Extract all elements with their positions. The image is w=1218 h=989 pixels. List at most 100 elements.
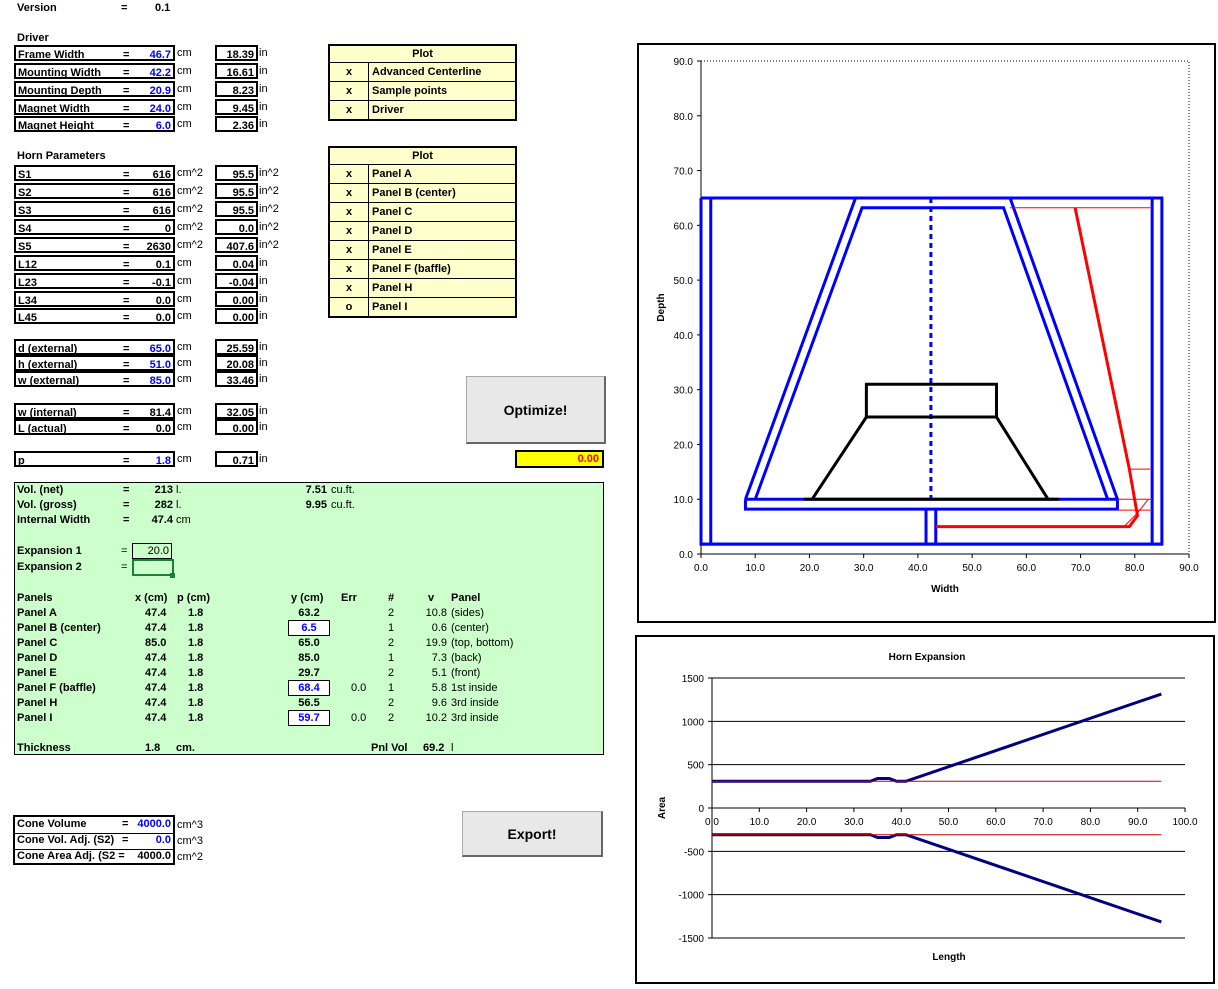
plot-toggle-mark[interactable]: x bbox=[330, 260, 369, 278]
panel-p: 1.8 bbox=[188, 652, 204, 664]
vol-gross-value: 282 bbox=[154, 499, 173, 511]
param-value-cm[interactable]: 85.0 bbox=[149, 375, 171, 387]
param-eq: = bbox=[123, 277, 130, 289]
x-tick-label: 80.0 bbox=[1125, 563, 1145, 574]
param-unit-cm: cm^2 bbox=[177, 167, 203, 179]
param-value-cm[interactable]: 46.7 bbox=[149, 49, 171, 61]
param-value-cm[interactable]: 0.0 bbox=[155, 295, 171, 307]
param-unit-cm: cm^2 bbox=[177, 203, 203, 215]
panel-y-input[interactable]: 68.4 bbox=[288, 680, 330, 696]
plot-toggle-mark[interactable]: x bbox=[330, 203, 369, 221]
optimize-button[interactable]: Optimize! bbox=[466, 376, 606, 444]
param-value-cm[interactable]: -0.1 bbox=[152, 277, 171, 289]
param-unit-cm: cm bbox=[177, 373, 192, 385]
plot-toggle-mark[interactable]: x bbox=[330, 241, 369, 259]
export-button[interactable]: Export! bbox=[462, 811, 603, 857]
panel-x: 47.4 bbox=[145, 682, 167, 694]
y-tick-label: -500 bbox=[684, 847, 704, 858]
param-eq: = bbox=[123, 120, 130, 132]
param-value-in: 95.5 bbox=[215, 165, 258, 181]
cone-value[interactable]: 4000.0 bbox=[137, 850, 171, 862]
param-value-cm[interactable]: 65.0 bbox=[149, 343, 171, 355]
expansion-1-label: Expansion 1 bbox=[17, 545, 82, 557]
panel-count: 2 bbox=[388, 712, 395, 724]
pnl-vol-label: Pnl Vol bbox=[371, 742, 408, 754]
cone-value[interactable]: 4000.0 bbox=[137, 818, 171, 830]
param-label-cell: L12=0.1 bbox=[14, 255, 175, 271]
thickness-unit: cm. bbox=[176, 742, 195, 754]
expansion-2-input[interactable] bbox=[132, 559, 174, 576]
param-unit-cm: cm bbox=[177, 421, 192, 433]
param-eq: = bbox=[123, 312, 130, 324]
plot-toggle-mark[interactable]: x bbox=[330, 101, 369, 119]
expansion-1-input[interactable]: 20.0 bbox=[132, 543, 172, 559]
param-value-cm[interactable]: 51.0 bbox=[149, 359, 171, 371]
param-value-cm[interactable]: 616 bbox=[152, 205, 171, 217]
param-value-cm[interactable]: 42.2 bbox=[149, 67, 171, 79]
param-unit-cm: cm bbox=[177, 47, 192, 59]
panel-volume: 5.8 bbox=[431, 682, 447, 694]
cell-fill-handle[interactable] bbox=[170, 573, 175, 578]
cone-value[interactable]: 0.0 bbox=[155, 834, 171, 846]
param-value-cm[interactable]: 616 bbox=[152, 187, 171, 199]
param-value-cm[interactable]: 6.0 bbox=[155, 120, 171, 132]
y-tick-label: 80.0 bbox=[674, 112, 694, 123]
param-value-cm[interactable]: 2630 bbox=[146, 241, 171, 253]
plot-toggle-mark[interactable]: x bbox=[330, 82, 369, 100]
panel-count: 2 bbox=[388, 607, 395, 619]
param-value-cm[interactable]: 0.0 bbox=[155, 423, 171, 435]
param-value-cm[interactable]: 20.9 bbox=[149, 85, 171, 97]
panel-count: 2 bbox=[388, 637, 395, 649]
plot-toggle-mark[interactable]: x bbox=[330, 165, 369, 183]
param-eq: = bbox=[123, 343, 130, 355]
param-value-cm[interactable]: 616 bbox=[152, 169, 171, 181]
panel-y-input[interactable]: 59.7 bbox=[288, 710, 330, 726]
param-value-in: 95.5 bbox=[215, 183, 258, 199]
cone-row: Cone Volume=4000.0 bbox=[15, 817, 173, 834]
param-value-cm[interactable]: 24.0 bbox=[149, 103, 171, 115]
param-value-cm[interactable]: 0 bbox=[164, 223, 171, 235]
param-unit-cm: cm bbox=[177, 293, 192, 305]
plot-toggle-mark[interactable]: o bbox=[330, 298, 369, 316]
y-tick-label: 0 bbox=[698, 804, 704, 815]
param-value-in: 0.00 bbox=[215, 308, 258, 324]
panel-y-input[interactable]: 6.5 bbox=[288, 620, 330, 636]
vol-gross-label: Vol. (gross) bbox=[17, 499, 77, 511]
panel-y: 29.7 bbox=[298, 667, 320, 679]
panel-name: Panel B (center) bbox=[17, 622, 101, 634]
vol-gross-eq: = bbox=[123, 499, 130, 511]
panel-name: Panel D bbox=[17, 652, 58, 664]
param-value-cm[interactable]: 0.0 bbox=[155, 312, 171, 324]
panel-desc: (sides) bbox=[451, 607, 485, 619]
plot-toggle-mark[interactable]: x bbox=[330, 63, 369, 81]
param-unit-in: in bbox=[259, 421, 268, 433]
param-value-cm[interactable]: 81.4 bbox=[149, 407, 171, 419]
param-label: L (actual) bbox=[18, 423, 67, 435]
panel-y: 65.0 bbox=[298, 637, 320, 649]
panel-p: 1.8 bbox=[188, 697, 204, 709]
plot-toggle-mark[interactable]: x bbox=[330, 222, 369, 240]
param-value-cm[interactable]: 0.1 bbox=[155, 259, 171, 271]
param-label-cell: S2=616 bbox=[14, 183, 175, 199]
plot-toggle-mark[interactable]: x bbox=[330, 279, 369, 297]
optimize-result: 0.00 bbox=[515, 450, 604, 468]
param-value-cm[interactable]: 1.8 bbox=[155, 455, 171, 467]
plot-option-name: Panel A bbox=[372, 168, 412, 180]
x-tick-label: 70.0 bbox=[1033, 817, 1053, 828]
param-unit-in: in bbox=[259, 405, 268, 417]
param-unit-in: in^2 bbox=[259, 185, 279, 197]
vol-net-cuft: 7.51 bbox=[305, 484, 327, 496]
param-unit-in: in bbox=[259, 257, 268, 269]
plot-toggle-mark[interactable]: x bbox=[330, 184, 369, 202]
